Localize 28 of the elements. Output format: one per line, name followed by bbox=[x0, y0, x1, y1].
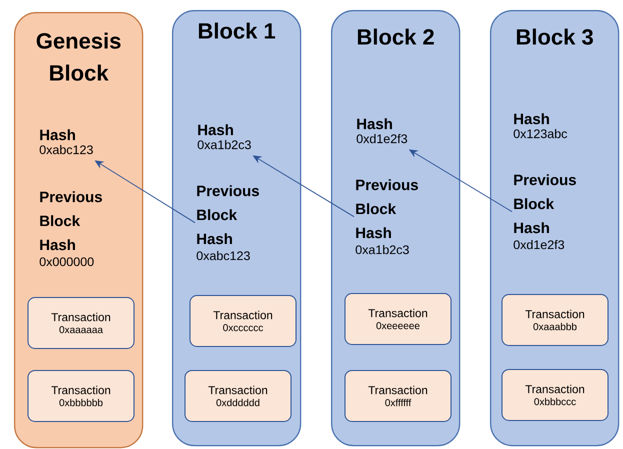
hash-value: 0xa1b2c3 bbox=[356, 245, 409, 254]
hash-value: 0x000000 bbox=[40, 257, 94, 266]
transaction-box: Transaction 0xaaaaaa bbox=[28, 297, 134, 349]
transaction-box: Transaction 0xffffff bbox=[344, 370, 452, 422]
field-label: Hash bbox=[198, 124, 233, 136]
hash-value: 0xabc123 bbox=[40, 145, 93, 154]
field-label: Previous Block Hash bbox=[40, 191, 102, 250]
hash-value: 0xd1e2f3 bbox=[356, 134, 408, 144]
field-label: Previous Block Hash bbox=[514, 174, 576, 234]
hash-value: 0xa1b2c3 bbox=[198, 140, 251, 150]
transaction-box: Transaction 0xbbbbbb bbox=[28, 370, 134, 422]
field-label: Previous Block Hash bbox=[197, 185, 259, 244]
transaction-box: Transaction 0xbbbccc bbox=[502, 369, 608, 421]
block-title: Block 3 bbox=[516, 28, 593, 45]
hash-value: 0x123abc bbox=[514, 129, 568, 138]
field-label: Hash bbox=[514, 113, 549, 124]
block-title: Block 1 bbox=[198, 22, 276, 39]
transaction-box: Transaction 0xcccccc bbox=[190, 295, 296, 347]
transaction-box: Transaction 0xeeeeee bbox=[344, 293, 452, 345]
hash-value: 0xd1e2f3 bbox=[514, 240, 564, 250]
field-label: Hash bbox=[357, 118, 392, 130]
block-title: Genesis Block bbox=[36, 32, 121, 81]
hash-value: 0xabc123 bbox=[196, 251, 250, 260]
transaction-box: Transaction 0xdddddd bbox=[184, 370, 292, 422]
transaction-box: Transaction 0xaaabbb bbox=[502, 294, 608, 346]
field-label: Hash bbox=[40, 129, 75, 140]
block-title: Block 2 bbox=[358, 28, 434, 45]
field-label: Previous Block Hash bbox=[356, 179, 418, 238]
